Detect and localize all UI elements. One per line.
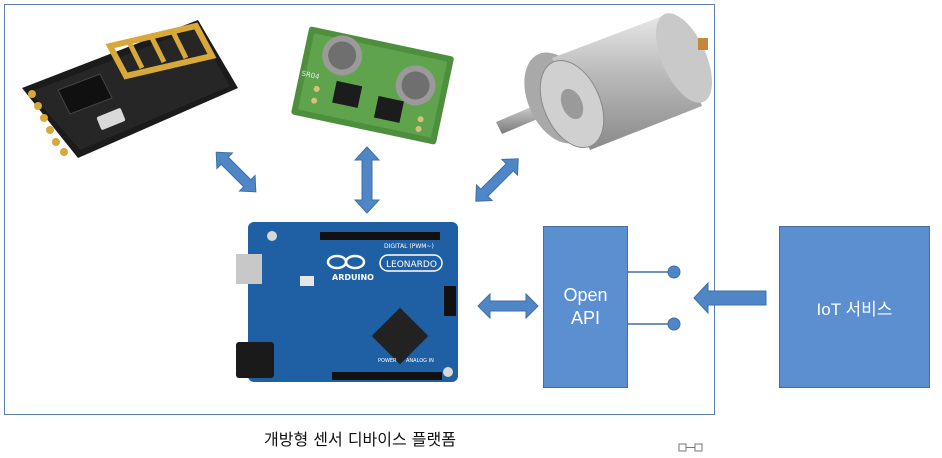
iot-service-label: IoT 서비스	[816, 299, 893, 319]
arrow-board-sensor	[353, 146, 381, 214]
diagram-caption: 개방형 센서 디바이스 플랫폼	[264, 430, 456, 449]
api-connectors	[628, 265, 681, 331]
platform-frame	[4, 4, 715, 415]
ultrasonic-sensor-image: SR04	[291, 26, 454, 145]
board-digital-label: DIGITAL (PWM~)	[384, 243, 434, 250]
open-api-box: Open API	[543, 226, 628, 388]
board-analog-label: ANALOG IN	[406, 358, 434, 364]
arrow-board-rf	[215, 151, 257, 193]
sensor-label: SR04	[301, 70, 321, 82]
arduino-board-image: ARDUINO LEONARDO DIGITAL (PWM~) POWER AN…	[236, 222, 458, 382]
arrow-iot-to-api	[693, 281, 767, 315]
rf-module-image	[22, 20, 238, 158]
arrow-board-api	[477, 292, 539, 320]
dc-motor-image	[496, 13, 713, 150]
board-model: LEONARDO	[386, 260, 437, 270]
board-power-label: POWER	[378, 358, 397, 364]
board-brand: ARDUINO	[332, 273, 374, 282]
arrow-board-motor	[475, 158, 519, 202]
iot-service-box: IoT 서비스	[779, 226, 930, 388]
open-api-label: Open API	[563, 285, 608, 328]
link-icon	[678, 443, 703, 452]
